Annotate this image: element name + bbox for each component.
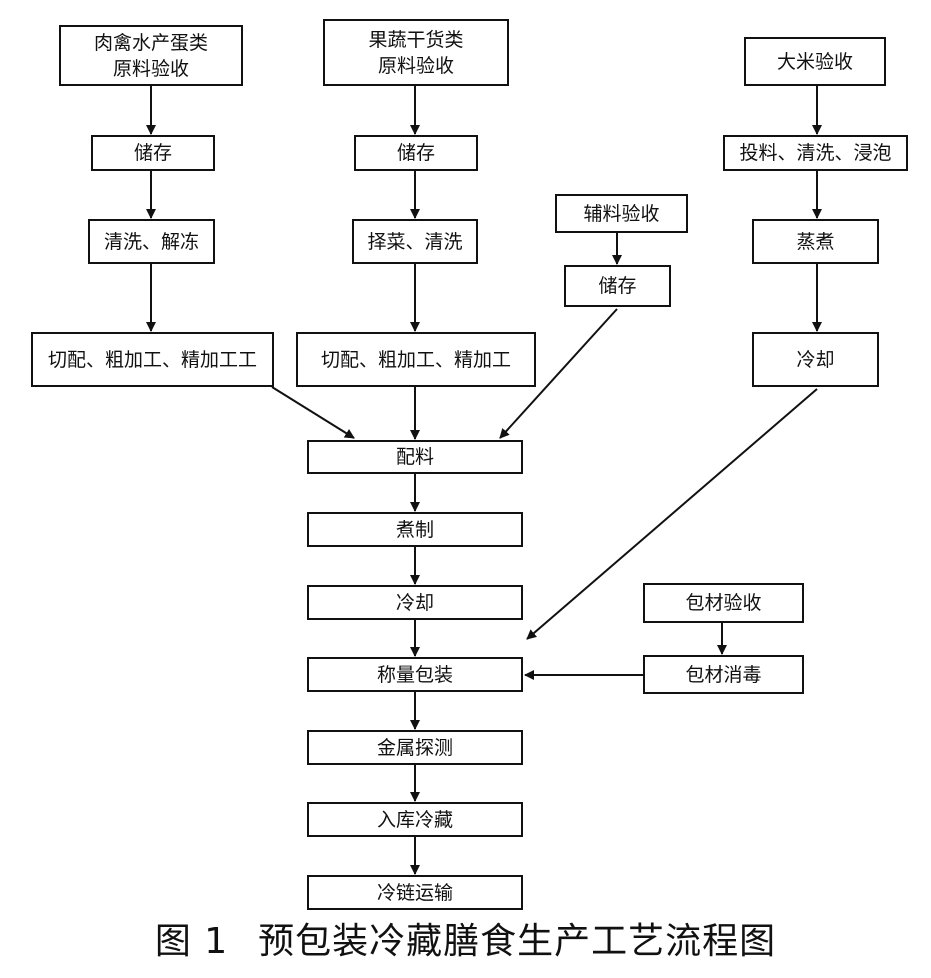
edge-aux-storage-to-batching bbox=[499, 308, 618, 439]
node-pack-receiving: 包材验收 bbox=[643, 583, 804, 623]
node-rice-steaming: 蒸煮 bbox=[752, 219, 879, 264]
node-batching: 配料 bbox=[307, 440, 523, 474]
node-cooling: 冷却 bbox=[307, 585, 523, 620]
node-veg-cutting: 切配、粗加工、精加工 bbox=[296, 332, 536, 387]
node-aux-storage: 储存 bbox=[564, 265, 671, 307]
node-meat-receiving: 肉禽水产蛋类 原料验收 bbox=[59, 25, 243, 86]
node-meat-cutting: 切配、粗加工、精加工工 bbox=[31, 332, 274, 387]
node-rice-prep: 投料、清洗、浸泡 bbox=[723, 135, 908, 171]
node-weigh-pack: 称量包装 bbox=[307, 657, 523, 692]
node-aux-receiving: 辅料验收 bbox=[555, 194, 688, 233]
node-rice-cooling: 冷却 bbox=[752, 332, 879, 387]
node-metal-detection: 金属探测 bbox=[307, 730, 523, 765]
node-veg-sort-wash: 择菜、清洗 bbox=[352, 219, 478, 264]
node-meat-wash-thaw: 清洗、解冻 bbox=[88, 219, 215, 264]
figure-number: 图 1 bbox=[154, 921, 229, 962]
edge-rice-cool-to-weigh-pack bbox=[526, 388, 818, 640]
node-cold-storage: 入库冷藏 bbox=[307, 802, 523, 837]
edge-meat-cut-to-batching bbox=[271, 386, 355, 439]
node-veg-storage: 储存 bbox=[354, 135, 478, 171]
node-pack-disinfect: 包材消毒 bbox=[643, 655, 804, 694]
node-cooking: 煮制 bbox=[307, 512, 523, 547]
node-meat-storage: 储存 bbox=[91, 135, 215, 171]
node-veg-receiving: 果蔬干货类 原料验收 bbox=[323, 19, 509, 86]
figure-caption: 图 1 预包装冷藏膳食生产工艺流程图 bbox=[0, 918, 931, 966]
node-rice-receiving: 大米验收 bbox=[744, 37, 886, 86]
node-cold-chain: 冷链运输 bbox=[307, 875, 523, 910]
figure-title: 预包装冷藏膳食生产工艺流程图 bbox=[258, 921, 777, 962]
